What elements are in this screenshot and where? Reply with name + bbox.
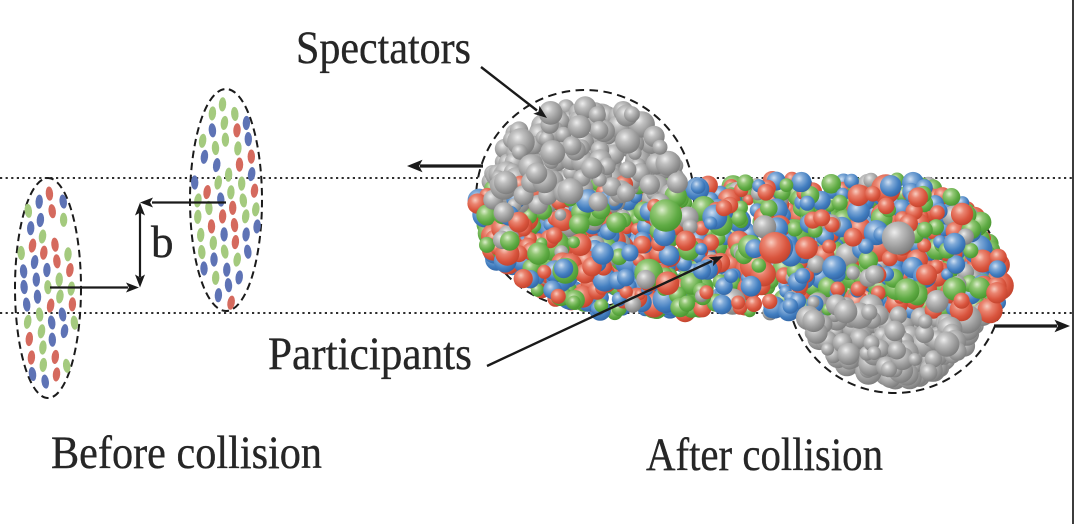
svg-text:After collision: After collision — [646, 429, 883, 481]
svg-text:b: b — [151, 217, 174, 267]
svg-text:Spectators: Spectators — [296, 22, 471, 74]
svg-text:Before collision: Before collision — [51, 427, 322, 479]
svg-text:Participants: Participants — [268, 328, 472, 380]
